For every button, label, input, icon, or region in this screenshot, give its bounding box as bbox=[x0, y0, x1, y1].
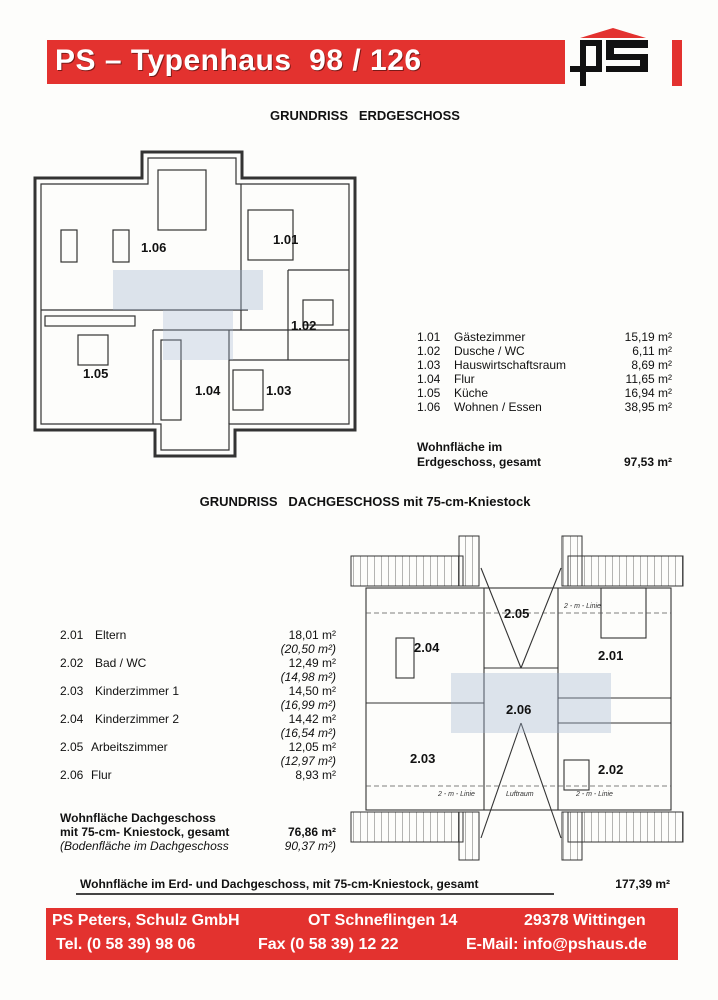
page-title: PS – Typenhaus 98 / 126 bbox=[55, 44, 422, 77]
room-area: 12,05 m² bbox=[288, 740, 336, 754]
room-floor-area: (12,97 m²) bbox=[280, 754, 336, 768]
room-floor-area: (16,99 m²) bbox=[280, 698, 336, 712]
plan-note: 2 - m - Linie bbox=[563, 603, 601, 610]
plan-note: Luftraum bbox=[506, 791, 534, 798]
room-area: 16,94 m² bbox=[624, 386, 672, 400]
total-label: mit 75-cm- Kniestock, gesamt bbox=[60, 825, 230, 839]
company-name: PS Peters, Schulz GmbH bbox=[52, 912, 240, 929]
plan-note: 2 - m - Linie bbox=[575, 791, 613, 798]
grand-total-value: 177,39 m² bbox=[615, 877, 670, 891]
room-number: 2.03 bbox=[60, 684, 84, 698]
total-label: Wohnfläche im bbox=[417, 440, 503, 454]
email-link[interactable]: E-Mail: info@pshaus.de bbox=[466, 936, 647, 953]
room-name: Wohnen / Essen bbox=[454, 400, 542, 414]
contact-footer: PS Peters, Schulz GmbH OT Schneflingen 1… bbox=[46, 908, 678, 960]
room-number: 1.02 bbox=[417, 344, 441, 358]
room-area: 14,50 m² bbox=[288, 684, 336, 698]
room-name: Eltern bbox=[95, 628, 127, 642]
room-area: 6,11 m² bbox=[632, 344, 672, 358]
floor-area-value: 90,37 m²) bbox=[284, 839, 336, 853]
plan-label: 2.01 bbox=[598, 648, 623, 663]
plan-note: 2 - m - Linie bbox=[437, 791, 475, 798]
fax-number: Fax (0 58 39) 12 22 bbox=[258, 936, 399, 953]
ground-floor-heading: GRUNDRISS ERDGESCHOSS bbox=[270, 108, 460, 123]
upper-floor-plan: 2.05 2.04 2.01 2.06 2.03 2.02 2 - m - Li… bbox=[350, 535, 684, 861]
grand-total-label: Wohnfläche im Erd- und Dachgeschoss, mit… bbox=[80, 877, 479, 891]
room-name: Küche bbox=[454, 386, 489, 400]
title-banner: PS – Typenhaus 98 / 126 bbox=[47, 40, 565, 84]
plan-label: 1.01 bbox=[273, 232, 298, 247]
total-value: 97,53 m² bbox=[623, 455, 672, 469]
room-name: Dusche / WC bbox=[454, 344, 525, 358]
ground-floor-plan: 1.06 1.01 1.02 1.05 1.04 1.03 bbox=[33, 150, 357, 458]
room-name: Bad / WC bbox=[95, 656, 147, 670]
ground-floor-room-table: 1.01 Gästezimmer 15,19 m² 1.02 Dusche / … bbox=[417, 330, 672, 469]
floor-area-label: (Bodenfläche im Dachgeschoss bbox=[60, 839, 229, 853]
total-label: Wohnfläche Dachgeschoss bbox=[60, 811, 216, 825]
plan-label: 1.03 bbox=[266, 383, 291, 398]
upper-floor-heading: GRUNDRISS DACHGESCHOSS mit 75-cm-Kniesto… bbox=[199, 494, 531, 509]
room-number: 1.04 bbox=[417, 372, 441, 386]
room-number: 1.06 bbox=[417, 400, 441, 414]
room-name: Flur bbox=[91, 768, 112, 782]
room-area: 14,42 m² bbox=[288, 712, 336, 726]
room-floor-area: (20,50 m²) bbox=[280, 642, 336, 656]
room-number: 2.06 bbox=[60, 768, 84, 782]
phone-number: Tel. (0 58 39) 98 06 bbox=[56, 936, 196, 953]
room-name: Arbeitszimmer bbox=[91, 740, 168, 754]
plan-label: 2.06 bbox=[506, 702, 531, 717]
room-number: 1.03 bbox=[417, 358, 441, 372]
room-number: 2.02 bbox=[60, 656, 84, 670]
plan-label: 2.05 bbox=[504, 606, 529, 621]
grand-total-underline bbox=[76, 893, 554, 895]
room-area: 18,01 m² bbox=[288, 628, 336, 642]
room-name: Hauswirtschaftsraum bbox=[454, 358, 567, 372]
city-address: 29378 Wittingen bbox=[524, 912, 646, 929]
room-name: Flur bbox=[454, 372, 475, 386]
room-area: 8,93 m² bbox=[295, 768, 336, 782]
street-address: OT Schneflingen 14 bbox=[308, 912, 458, 929]
room-area: 38,95 m² bbox=[624, 400, 672, 414]
room-name: Kinderzimmer 1 bbox=[95, 684, 180, 698]
room-area: 11,65 m² bbox=[625, 372, 672, 386]
plan-label: 2.03 bbox=[410, 751, 435, 766]
room-number: 1.05 bbox=[417, 386, 441, 400]
room-number: 2.04 bbox=[60, 712, 84, 726]
room-area: 15,19 m² bbox=[624, 330, 672, 344]
room-name: Gästezimmer bbox=[454, 330, 526, 344]
room-floor-area: (14,98 m²) bbox=[280, 670, 336, 684]
room-number: 2.05 bbox=[60, 740, 84, 754]
plan-label: 1.06 bbox=[141, 240, 166, 255]
room-area: 12,49 m² bbox=[288, 656, 336, 670]
room-area: 8,69 m² bbox=[631, 358, 672, 372]
plan-label: 1.04 bbox=[195, 383, 221, 398]
plan-label: 1.02 bbox=[291, 318, 316, 333]
plan-label: 1.05 bbox=[83, 366, 108, 381]
plan-label: 2.04 bbox=[414, 640, 440, 655]
room-floor-area: (16,54 m²) bbox=[280, 726, 336, 740]
total-label: Erdgeschoss, gesamt bbox=[417, 455, 542, 469]
total-value: 76,86 m² bbox=[287, 825, 336, 839]
plan-label: 2.02 bbox=[598, 762, 623, 777]
room-name: Kinderzimmer 2 bbox=[95, 712, 180, 726]
upper-floor-room-table: 2.01 Eltern 18,01 m² (20,50 m²) 2.02 Bad… bbox=[60, 628, 336, 858]
ps-logo bbox=[570, 28, 682, 86]
room-number: 2.01 bbox=[60, 628, 84, 642]
